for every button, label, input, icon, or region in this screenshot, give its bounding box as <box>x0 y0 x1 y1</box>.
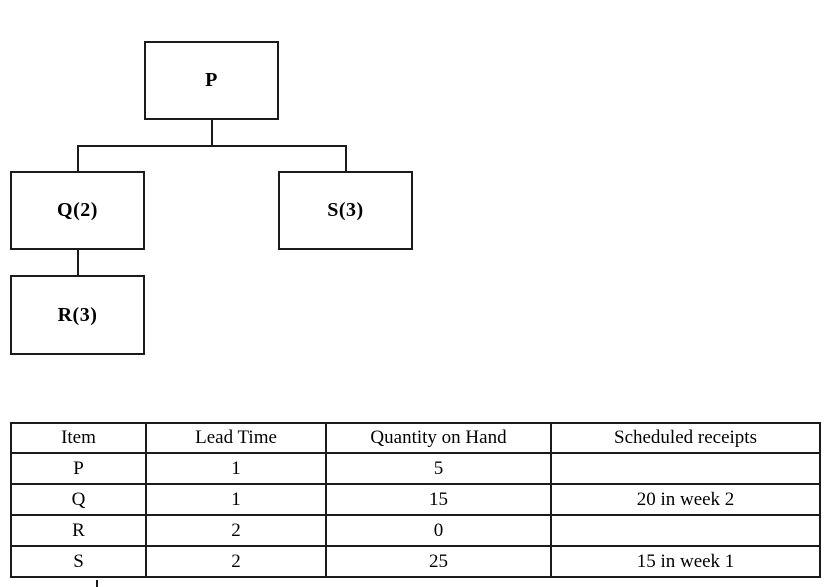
table-row-q: Q 1 15 20 in week 2 <box>10 483 821 516</box>
bom-node-r-label: R(3) <box>57 303 98 326</box>
bom-node-s: S(3) <box>278 171 413 250</box>
connector-q-to-r <box>77 250 79 275</box>
col-header-scheduled-receipts: Scheduled receipts <box>550 422 821 454</box>
cell-qty-on-hand: 0 <box>325 514 552 547</box>
cell-lead-time: 1 <box>145 452 327 485</box>
cell-item: P <box>10 452 147 485</box>
connector-p-stem <box>211 120 213 147</box>
cutoff-grid-line-fragment <box>96 580 98 587</box>
col-header-item: Item <box>10 422 147 454</box>
cell-qty-on-hand: 15 <box>325 483 552 516</box>
cell-scheduled-receipts: 20 in week 2 <box>550 483 821 516</box>
bom-node-p: P <box>144 41 279 120</box>
cell-item: Q <box>10 483 147 516</box>
col-header-lead-time: Lead Time <box>145 422 327 454</box>
cell-lead-time: 2 <box>145 514 327 547</box>
cell-item: R <box>10 514 147 547</box>
connector-drop-to-s <box>345 145 347 171</box>
table-row-p: P 1 5 <box>10 452 821 485</box>
table-row-s: S 2 25 15 in week 1 <box>10 545 821 578</box>
inventory-table: Item Lead Time Quantity on Hand Schedule… <box>10 422 821 578</box>
bom-node-r: R(3) <box>10 275 145 355</box>
cell-qty-on-hand: 5 <box>325 452 552 485</box>
cell-scheduled-receipts <box>550 452 821 485</box>
bom-node-q: Q(2) <box>10 171 145 250</box>
cell-scheduled-receipts: 15 in week 1 <box>550 545 821 578</box>
cell-item: S <box>10 545 147 578</box>
bom-node-q-label: Q(2) <box>57 199 98 221</box>
cell-lead-time: 2 <box>145 545 327 578</box>
connector-horizontal-bar <box>77 145 347 147</box>
cell-scheduled-receipts <box>550 514 821 547</box>
col-header-quantity-on-hand: Quantity on Hand <box>325 422 552 454</box>
bom-node-p-label: P <box>205 69 218 91</box>
inventory-table-header-row: Item Lead Time Quantity on Hand Schedule… <box>10 422 821 454</box>
cell-lead-time: 1 <box>145 483 327 516</box>
table-row-r: R 2 0 <box>10 514 821 547</box>
cell-qty-on-hand: 25 <box>325 545 552 578</box>
bom-node-s-label: S(3) <box>327 199 364 221</box>
connector-drop-to-q <box>77 145 79 171</box>
